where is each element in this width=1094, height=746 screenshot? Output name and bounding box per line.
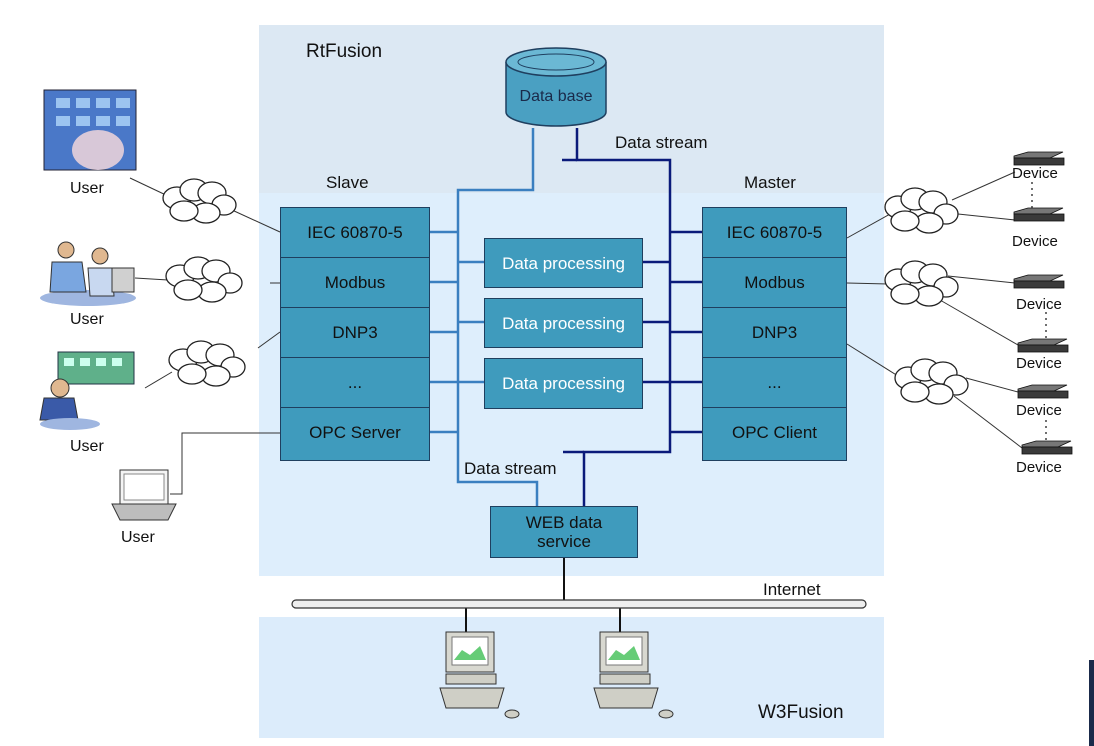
master-protocol: DNP3 — [703, 308, 846, 358]
cloud-icon — [162, 178, 237, 224]
data-stream-label-bottom: Data stream — [464, 459, 557, 478]
user-label: User — [121, 529, 155, 546]
device-label: Device — [1012, 165, 1058, 182]
user-laptop-icon — [111, 469, 177, 521]
user-operator-icon — [39, 351, 135, 430]
w3fusion-label: W3Fusion — [758, 702, 844, 723]
slave-protocol: DNP3 — [281, 308, 429, 358]
master-protocol-stack: IEC 60870-5 Modbus DNP3 ... OPC Client — [702, 207, 847, 461]
master-protocol: ... — [703, 358, 846, 408]
user-control-room-icon — [43, 89, 137, 171]
database-label: Data base — [519, 88, 593, 105]
slave-title: Slave — [326, 173, 369, 192]
data-processing-box: Data processing — [484, 298, 643, 348]
cloud-icon — [165, 256, 243, 303]
data-processing-box: Data processing — [484, 238, 643, 288]
user-label: User — [70, 438, 104, 455]
user-label: User — [70, 180, 104, 197]
right-edge-bar — [1089, 660, 1094, 746]
master-protocol: Modbus — [703, 258, 846, 308]
computer-icon — [439, 631, 520, 719]
cloud-icon — [894, 358, 969, 405]
cloud-icon — [884, 187, 959, 234]
database-icon — [505, 47, 607, 127]
web-data-service-box: WEB data service — [490, 506, 638, 558]
cloud-icon — [168, 340, 246, 387]
user-office-icon — [40, 241, 136, 306]
slave-protocol: OPC Server — [309, 423, 401, 442]
cloud-icon — [884, 260, 959, 307]
slave-protocol: IEC 60870-5 — [281, 208, 429, 258]
device-label: Device — [1012, 233, 1058, 250]
data-stream-label-top: Data stream — [615, 133, 708, 152]
device-label: Device — [1016, 459, 1062, 476]
computer-icon — [593, 631, 674, 719]
device-label: Device — [1016, 296, 1062, 313]
rtfusion-label: RtFusion — [306, 41, 383, 62]
device-label: Device — [1016, 355, 1062, 372]
slave-protocol: Modbus — [281, 258, 429, 308]
data-processing-box: Data processing — [484, 358, 643, 409]
slave-protocol-stack: IEC 60870-5 Modbus DNP3 ... OPC Server — [280, 207, 430, 461]
w3fusion-region — [259, 617, 884, 738]
master-title: Master — [744, 173, 796, 192]
slave-protocol: ... — [281, 358, 429, 408]
user-label: User — [70, 311, 104, 328]
internet-label: Internet — [763, 580, 821, 599]
master-protocol: IEC 60870-5 — [703, 208, 846, 258]
master-protocol: OPC Client — [731, 423, 818, 442]
device-label: Device — [1016, 402, 1062, 419]
